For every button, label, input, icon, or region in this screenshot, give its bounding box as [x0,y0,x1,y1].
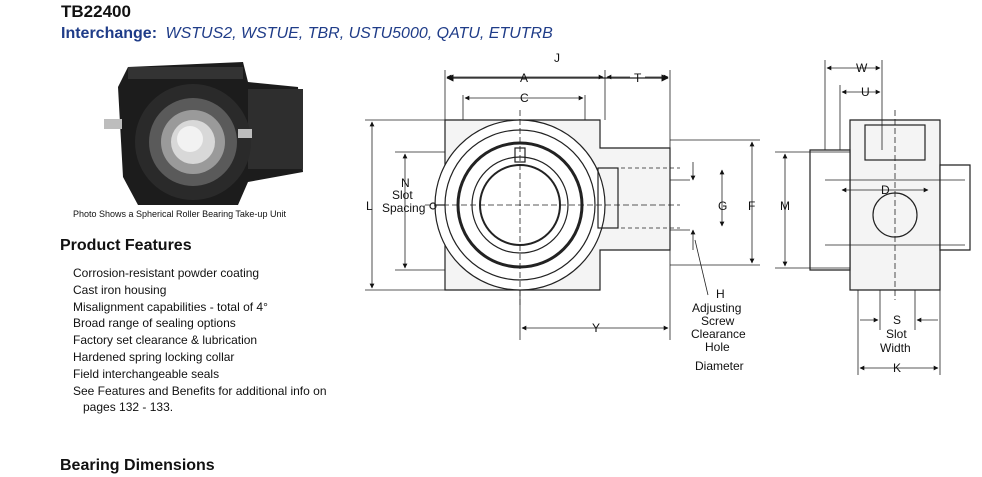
label-S-width: Width [880,341,911,355]
list-item: Factory set clearance & lubrication [73,333,258,348]
label-H-hole: Hole [705,340,730,354]
label-G: G [718,199,727,213]
interchange-line: Interchange: WSTUS2, WSTUE, TBR, USTU500… [61,25,553,43]
label-A: A [520,71,528,85]
label-D: D [881,183,890,197]
label-T: T [634,71,642,85]
bearing-photo [98,57,326,207]
list-item: Hardened spring locking collar [73,349,235,364]
label-H-screw: Screw [701,314,735,328]
label-H-clearance: Clearance [691,327,746,341]
label-J: J [554,51,560,65]
product-features-heading: Product Features [60,237,192,254]
list-item: Cast iron housing [73,282,167,297]
label-K: K [893,361,901,375]
dimension-drawing: J A T C N Slot Spacing L G F Y H Adjusti… [365,51,971,375]
product-title: TB22400 [61,2,131,21]
list-item-continuation: pages 132 - 133. [83,400,174,415]
label-L: L [366,199,373,213]
label-C: C [520,91,529,105]
label-U: U [861,85,870,99]
list-item: Corrosion-resistant powder coating [73,266,260,280]
label-N-spacing: Spacing [382,201,425,215]
bearing-dimensions-heading: Bearing Dimensions [60,457,215,474]
label-H-diameter: Diameter [695,359,744,373]
features-list: Corrosion-resistant powder coating Cast … [73,265,327,416]
label-F: F [748,199,755,213]
list-item: Field interchangeable seals [73,366,220,381]
photo-caption: Photo Shows a Spherical Roller Bearing T… [73,209,286,219]
label-Y: Y [592,321,600,335]
interchange-values: WSTUS2, WSTUE, TBR, USTU5000, QATU, ETUT… [165,25,553,42]
label-S: S [893,313,901,327]
label-N-slot: Slot [392,188,413,202]
label-W: W [856,61,868,75]
label-S-slot: Slot [886,327,907,341]
interchange-label: Interchange: [61,25,158,42]
label-M: M [780,199,790,213]
list-item: Broad range of sealing options [73,316,236,331]
label-N: N [401,176,410,190]
label-H: H [716,287,725,301]
list-item: See Features and Benefits for additional… [73,383,327,398]
list-item: Misalignment capabilities - total of 4° [73,299,268,314]
label-H-adjusting: Adjusting [692,301,741,315]
